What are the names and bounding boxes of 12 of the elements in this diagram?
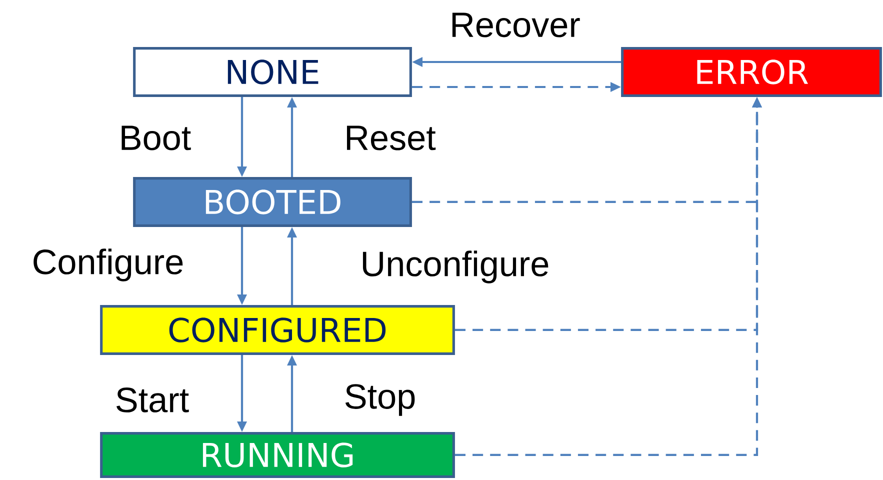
state-box: CONFIGURED — [100, 305, 455, 355]
state-box: BOOTED — [133, 177, 412, 227]
state-box: ERROR — [621, 47, 882, 97]
edge-label: Boot — [122, 126, 191, 150]
edge-label: Start — [116, 388, 189, 412]
edge-label: Reset — [346, 126, 436, 150]
edge-label: Stop — [345, 384, 415, 416]
state-box: RUNNING — [100, 432, 455, 478]
edge-label: Configure — [34, 248, 183, 282]
state-box: NONE — [133, 47, 412, 97]
edge-label: Unconfigure — [362, 250, 548, 284]
edge-label: Recover — [452, 12, 580, 38]
